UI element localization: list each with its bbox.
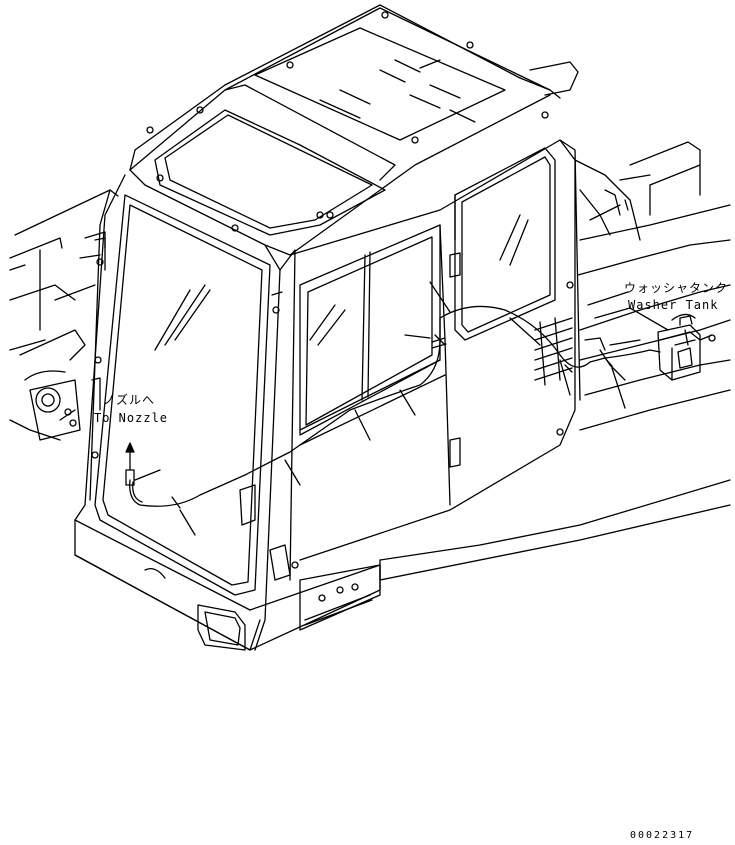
- washer-tank-label-jp: ウォッシャタンク: [624, 281, 729, 295]
- washer-hose: [125, 281, 651, 536]
- cab-roof: [129, 4, 561, 256]
- frame-right: [379, 61, 731, 581]
- cab-front: [74, 174, 381, 651]
- washer-tank: [587, 291, 701, 381]
- frame-left: [9, 189, 119, 441]
- nozzle-label-jp: ノズルへ: [103, 393, 156, 407]
- part-number: 00022317: [630, 830, 695, 841]
- washer-tank-label-en: Washer Tank: [628, 298, 719, 312]
- tank-bracket: [584, 337, 641, 351]
- nozzle-label-en: To Nozzle: [94, 411, 169, 425]
- cab-side: [239, 139, 581, 581]
